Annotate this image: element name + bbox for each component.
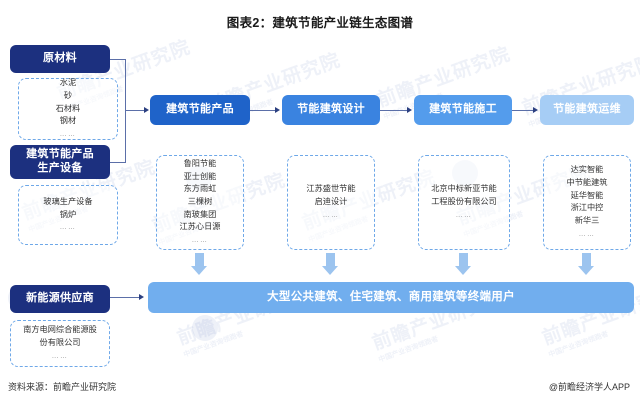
list-item: 中节能建筑: [566, 178, 608, 188]
list-item: 浙江中控: [570, 203, 604, 213]
list-item: 鲁阳节能: [183, 158, 217, 168]
list-item: 份有限公司: [39, 338, 81, 348]
list-item: 启迪设计: [314, 197, 348, 207]
node-end-users-bar[interactable]: 大型公共建筑、住宅建筑、商用建筑等终端用户: [148, 282, 634, 313]
list-item: 钢材: [59, 116, 77, 126]
list-item: 江苏心日源: [179, 222, 221, 232]
down-arrow-icon: [322, 253, 339, 275]
list-item: 江苏盛世节能: [306, 184, 356, 194]
list-item: 锅炉: [59, 209, 77, 219]
node-stage-label: 建筑节能施工: [429, 103, 497, 116]
node-raw-materials-label: 原材料: [43, 52, 77, 65]
connector-line: [380, 110, 408, 111]
node-stage-label: 节能建筑设计: [297, 103, 365, 116]
list-item: 砂: [63, 90, 73, 100]
arrow-icon: [533, 107, 538, 113]
node-stage-label: 节能建筑运维: [553, 103, 621, 116]
list-item: 南玻集团: [183, 209, 217, 219]
list-item: 延华智能: [570, 190, 604, 200]
down-arrow-icon: [578, 253, 595, 275]
list-item: 工程股份有限公司: [431, 197, 497, 207]
node-stage-label: 建筑节能产品: [166, 103, 234, 116]
detail-stage-building-design: 江苏盛世节能 启迪设计 ……: [287, 155, 375, 250]
arrow-icon: [144, 107, 149, 113]
app-credit: @前瞻经济学人APP: [548, 382, 630, 392]
page-title: 图表2：建筑节能产业链生态图谱: [226, 16, 414, 30]
down-arrow-icon: [455, 253, 472, 275]
arrow-icon: [139, 294, 144, 300]
connector-line: [110, 297, 140, 298]
ellipsis: ……: [578, 230, 596, 238]
detail-raw-materials: 水泥 砂 石材料 钢材 ……: [18, 78, 118, 140]
node-end-users-label: 大型公共建筑、住宅建筑、商用建筑等终端用户: [267, 291, 515, 304]
list-item: 石材料: [55, 103, 81, 113]
source-note: 资料来源：前瞻产业研究院: [8, 382, 117, 392]
ellipsis: ……: [51, 352, 69, 360]
connector-line: [125, 59, 126, 163]
detail-new-energy-supplier: 南方电网综合能源股 份有限公司 ……: [10, 320, 110, 367]
node-stage-building-design[interactable]: 节能建筑设计: [282, 95, 380, 125]
node-new-energy-supplier[interactable]: 新能源供应商: [10, 285, 110, 313]
connector-line: [512, 110, 534, 111]
list-item: 新华三: [574, 216, 600, 226]
detail-production-equipment: 玻璃生产设备 锅炉 ……: [18, 185, 118, 245]
detail-stage-energy-saving-products: 鲁阳节能 亚士创能 东方雨虹 三棵树 南玻集团 江苏心日源 ……: [156, 155, 244, 250]
list-item: 东方雨虹: [183, 184, 217, 194]
ellipsis: ……: [59, 130, 77, 138]
node-production-equipment-label-line2: 生产设备: [37, 162, 83, 174]
list-item: 玻璃生产设备: [43, 196, 93, 206]
ellipsis: ……: [191, 237, 209, 245]
detail-stage-construction: 北京中标新亚节能 工程股份有限公司 ……: [418, 155, 510, 250]
ellipsis: ……: [59, 224, 77, 232]
down-arrow-icon: [191, 253, 208, 275]
list-item: 三棵树: [187, 197, 213, 207]
detail-stage-operation-maintenance: 达实智能 中节能建筑 延华智能 浙江中控 新华三 ……: [543, 155, 631, 250]
connector-line: [110, 59, 125, 60]
list-item: 亚士创能: [183, 171, 217, 181]
list-item: 水泥: [59, 78, 77, 88]
arrow-icon: [275, 107, 280, 113]
node-stage-energy-saving-products[interactable]: 建筑节能产品: [150, 95, 250, 125]
ellipsis: ……: [322, 211, 340, 219]
node-production-equipment[interactable]: 建筑节能产品 生产设备: [10, 145, 110, 179]
arrow-icon: [407, 107, 412, 113]
node-raw-materials[interactable]: 原材料: [10, 45, 110, 73]
connector-line: [250, 110, 276, 111]
node-stage-operation-maintenance[interactable]: 节能建筑运维: [540, 95, 634, 125]
node-stage-construction[interactable]: 建筑节能施工: [414, 95, 512, 125]
list-item: 北京中标新亚节能: [431, 184, 497, 194]
list-item: 南方电网综合能源股: [23, 325, 97, 335]
list-item: 达实智能: [570, 165, 604, 175]
watermark-circle-icon: [192, 315, 218, 341]
ellipsis: ……: [455, 211, 473, 219]
node-new-energy-supplier-label: 新能源供应商: [26, 292, 94, 305]
connector-line: [125, 110, 145, 111]
node-production-equipment-label-line1: 建筑节能产品: [26, 148, 94, 161]
connector-line: [110, 162, 125, 163]
